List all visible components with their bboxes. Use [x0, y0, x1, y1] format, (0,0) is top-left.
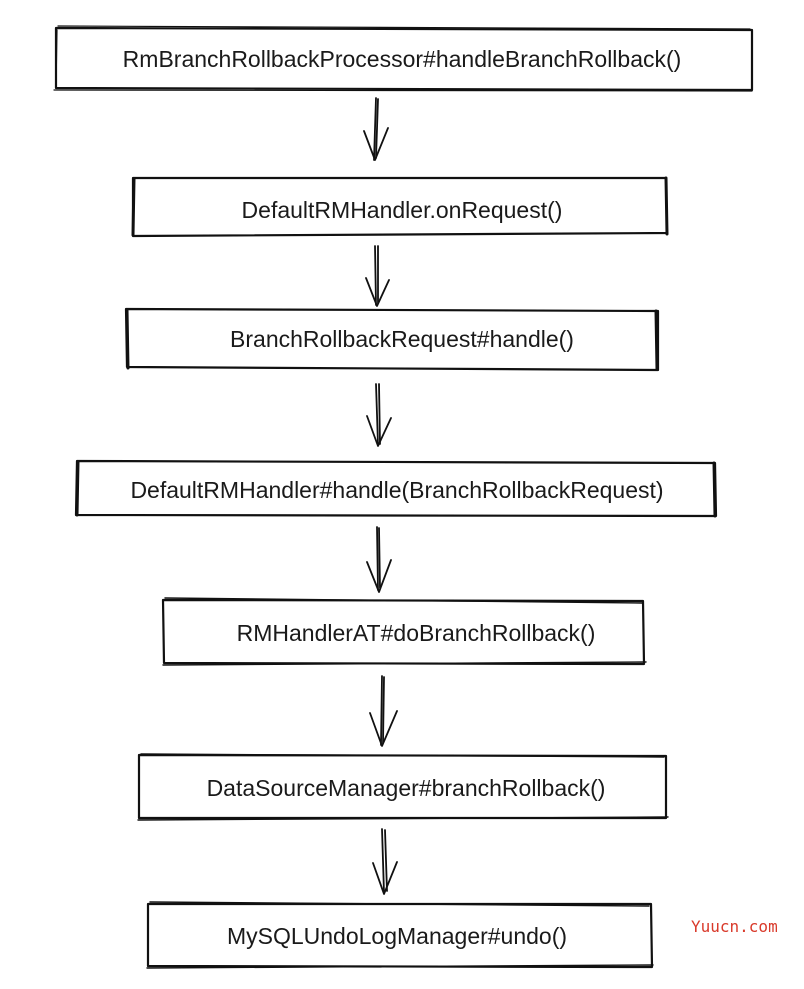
arrow-5-head [369, 710, 398, 747]
step-5-box-sketch [162, 597, 647, 666]
flow-arrow-1 [363, 97, 389, 161]
step-4-label: DefaultRMHandler#handle(BranchRollbackRe… [130, 477, 663, 503]
step-3-box-sketch [125, 308, 659, 371]
flow-arrow-5 [369, 675, 398, 747]
arrow-4-shaft [376, 526, 381, 591]
flow-step-6: DataSourceManager#branchRollback() [137, 753, 669, 821]
watermark-text: Yuucn.com [691, 917, 778, 936]
step-5-label: RMHandlerAT#doBranchRollback() [237, 620, 596, 646]
arrow-6-shaft [381, 828, 388, 894]
flow-step-4: DefaultRMHandler#handle(BranchRollbackRe… [74, 459, 718, 518]
flow-arrow-2 [365, 245, 390, 307]
step-1-box-sketch [53, 25, 753, 92]
flow-step-7: MySQLUndoLogManager#undo() [146, 901, 654, 969]
step-4-box-sketch [75, 460, 717, 518]
step-6-box-sketch [137, 753, 669, 821]
step-1-label: RmBranchRollbackProcessor#handleBranchRo… [123, 46, 682, 72]
flow-step-1: RmBranchRollbackProcessor#handleBranchRo… [53, 25, 754, 92]
flow-step-5: RMHandlerAT#doBranchRollback() [161, 597, 647, 666]
arrow-5-shaft [380, 675, 385, 746]
flow-arrow-6 [372, 828, 398, 895]
step-7-label: MySQLUndoLogManager#undo() [227, 923, 567, 949]
step-3-label: BranchRollbackRequest#handle() [230, 326, 574, 352]
arrow-1-head [363, 127, 389, 161]
arrow-3-head [366, 415, 392, 447]
step-7-box-sketch [146, 901, 654, 969]
arrow-2-shaft [374, 245, 379, 306]
flow-step-2: DefaultRMHandler.onRequest() [131, 176, 669, 238]
step-2-box-sketch [131, 176, 669, 237]
arrow-3-shaft [375, 383, 381, 446]
step-6-label: DataSourceManager#branchRollback() [207, 775, 606, 801]
arrow-4-head [366, 559, 392, 593]
step-2-label: DefaultRMHandler.onRequest() [242, 197, 563, 223]
flow-arrow-4 [366, 526, 392, 593]
flow-step-3: BranchRollbackRequest#handle() [124, 307, 660, 372]
flow-arrow-3 [366, 383, 392, 447]
arrow-2-head [365, 277, 390, 307]
arrow-6-head [372, 861, 398, 895]
arrow-1-shaft [373, 97, 379, 161]
